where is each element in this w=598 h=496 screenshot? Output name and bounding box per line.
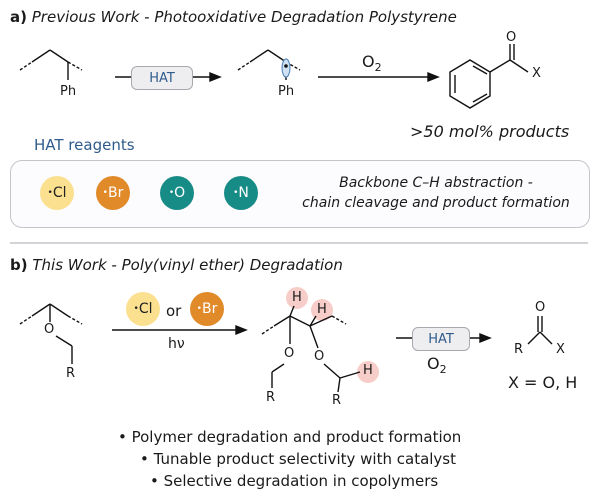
or-label: or (166, 302, 182, 320)
h-atom-3: H (363, 363, 373, 378)
ether-o-label: O (44, 322, 55, 337)
intermediate-o-2: O (314, 349, 325, 364)
light-label: hν (168, 336, 185, 352)
nitrogen-radical-badge: •N (224, 176, 258, 210)
section-a-label: a) (10, 8, 27, 26)
hat-pill-a: HAT (131, 66, 193, 90)
phenyl-label-a: Ph (60, 84, 77, 99)
section-a-title-text: Previous Work - Photooxidative Degradati… (31, 8, 457, 26)
hat-pill-b: HAT (412, 327, 470, 351)
intermediate-structure (261, 287, 379, 393)
oxidant-label-b: O2 (427, 354, 447, 377)
product-x-label-b: X (556, 342, 565, 357)
bullet-3: • Selective degradation in copolymers (150, 472, 439, 490)
polyvinylether-structure (19, 303, 83, 364)
bromine-radical-badge: •Br (96, 176, 130, 210)
reagents-label: HAT reagents (34, 136, 135, 154)
section-b-title: b) This Work - Poly(vinyl ether) Degrada… (10, 256, 343, 274)
carbonyl-o-label-b: O (535, 300, 546, 315)
section-a-title: a) Previous Work - Photooxidative Degrad… (10, 8, 457, 26)
oxidation-arrow-a (318, 71, 440, 83)
chlorine-radical-badge: •Cl (40, 176, 74, 210)
polystyrene-structure (19, 49, 83, 80)
box-line-2: chain cleavage and product formation (302, 195, 570, 211)
product-r-label: R (514, 342, 524, 357)
section-divider (10, 242, 588, 244)
section-b-title-text: This Work - Poly(vinyl ether) Degradatio… (32, 256, 343, 274)
r-group-label-2: R (332, 393, 342, 408)
h-atom-1: H (292, 290, 302, 305)
oxygen-radical-badge: •O (160, 176, 194, 210)
box-line-1: Backbone C–H abstraction - (339, 175, 533, 191)
oxidant-label-a: O2 (362, 52, 382, 75)
bullet-2: • Tunable product selectivity with catal… (140, 450, 457, 468)
yield-text: >50 mol% products (410, 122, 570, 141)
carbonyl-o-label-a: O (506, 30, 517, 45)
chlorine-radical-badge-b: •Cl (126, 292, 160, 326)
reaction-arrow-b (112, 324, 248, 336)
r-group-label-start: R (66, 366, 76, 381)
intermediate-o-1: O (284, 346, 295, 361)
bromine-radical-badge-b: •Br (190, 292, 224, 326)
phenyl-label-radical: Ph (278, 84, 295, 99)
scheme-a (19, 44, 529, 109)
scheme-b (19, 287, 553, 393)
h-atom-2: H (317, 302, 327, 317)
x-definition: X = O, H (508, 373, 578, 392)
reagent-box-description: Backbone C–H abstraction - chain cleavag… (286, 173, 586, 213)
r-group-label-1: R (266, 390, 276, 405)
bullet-1: • Polymer degradation and product format… (118, 428, 462, 446)
product-x-label-a: X (532, 66, 541, 81)
section-b-label: b) (10, 256, 28, 274)
benzoyl-product-structure (449, 44, 529, 109)
carbonyl-product-structure (527, 316, 553, 345)
benzylic-radical-structure (237, 49, 301, 80)
